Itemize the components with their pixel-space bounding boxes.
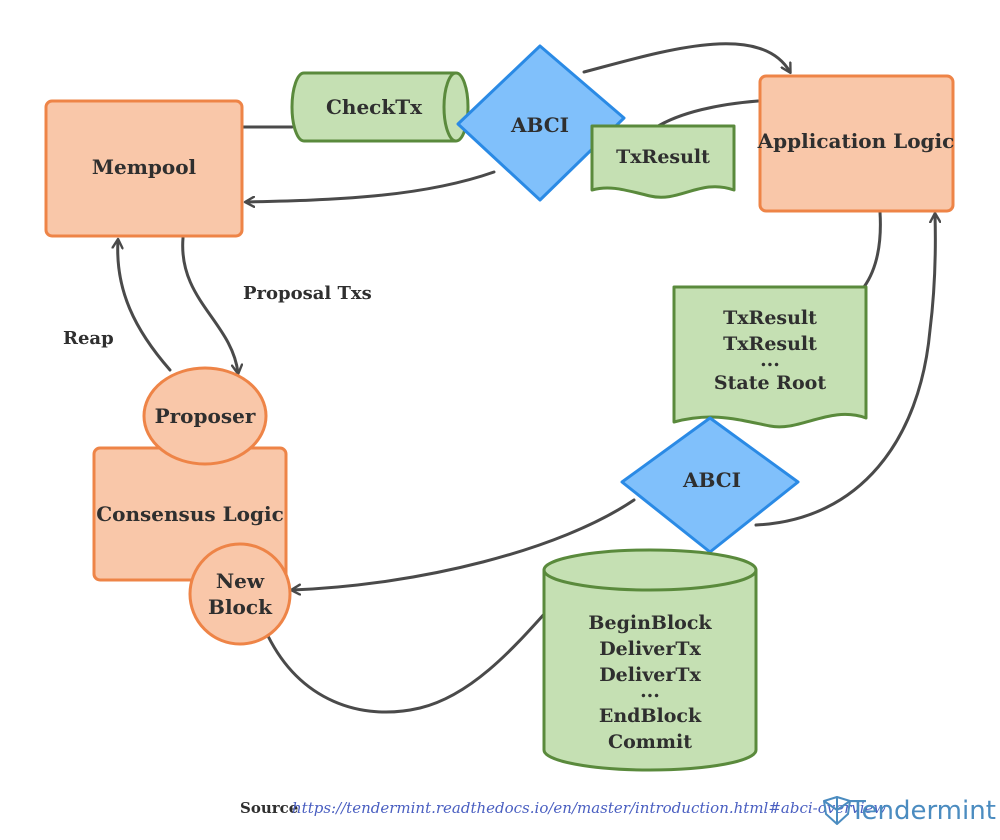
block-cylinder-node: BeginBlock DeliverTx DeliverTx ... EndBl… <box>542 548 758 772</box>
block-line-1: BeginBlock <box>588 612 712 634</box>
abci-bottom-node: ABCI <box>620 416 800 554</box>
block-line-5: EndBlock <box>599 705 702 727</box>
newblock-to-cylinder-line <box>266 610 548 714</box>
abci-to-mempool-arrow <box>246 170 496 202</box>
app-to-txresult-line <box>653 99 760 130</box>
proposer-reap-arrow <box>118 240 172 372</box>
proposer-node: Proposer <box>142 366 268 466</box>
proposer-label: Proposer <box>155 404 256 428</box>
new-block-node: New Block <box>188 542 292 646</box>
source-label: Source <box>240 799 298 817</box>
results-document-node: TxResult TxResult ... State Root <box>672 285 868 429</box>
tendermint-logo: Tendermint <box>823 796 996 826</box>
checktx-node: CheckTx <box>290 71 470 143</box>
mempool-node: Mempool <box>44 99 244 238</box>
mempool-label: Mempool <box>92 155 197 179</box>
results-line-3: ... <box>760 349 780 371</box>
results-line-4: State Root <box>714 372 826 394</box>
new-block-line-1: New <box>216 569 265 593</box>
mempool-proposal-arrow <box>181 236 238 373</box>
abci-to-newblock-arrow <box>292 498 636 590</box>
txresult-label: TxResult <box>616 146 710 168</box>
new-block-line-2: Block <box>208 595 273 619</box>
abci-top-node: ABCI <box>456 44 626 202</box>
checktx-label: CheckTx <box>326 95 423 119</box>
block-line-3: DeliverTx <box>599 664 701 686</box>
consensus-logic-label: Consensus Logic <box>96 502 284 526</box>
block-line-6: Commit <box>608 731 692 753</box>
abci-to-app-arrow <box>582 42 790 72</box>
txresult-node: TxResult <box>590 124 736 199</box>
results-line-1: TxResult <box>723 307 817 329</box>
abci-to-app-right-arrow <box>754 214 935 527</box>
proposal-txs-label: Proposal Txs <box>243 283 372 304</box>
block-line-2: DeliverTx <box>599 638 701 660</box>
application-logic-label: Application Logic <box>757 129 955 153</box>
tendermint-brand: Tendermint <box>849 796 996 826</box>
block-line-4: ... <box>640 680 660 702</box>
reap-label: Reap <box>63 328 114 349</box>
app-to-results-line <box>862 210 882 289</box>
tendermint-logo-icon <box>823 796 851 825</box>
results-line-2: TxResult <box>723 333 817 355</box>
application-logic-node: Application Logic <box>757 74 955 213</box>
abci-bottom-label: ABCI <box>682 468 741 492</box>
source-link[interactable]: https://tendermint.readthedocs.io/en/mas… <box>292 799 886 817</box>
abci-top-label: ABCI <box>510 113 569 137</box>
source-footer: Source https://tendermint.readthedocs.io… <box>240 799 886 817</box>
